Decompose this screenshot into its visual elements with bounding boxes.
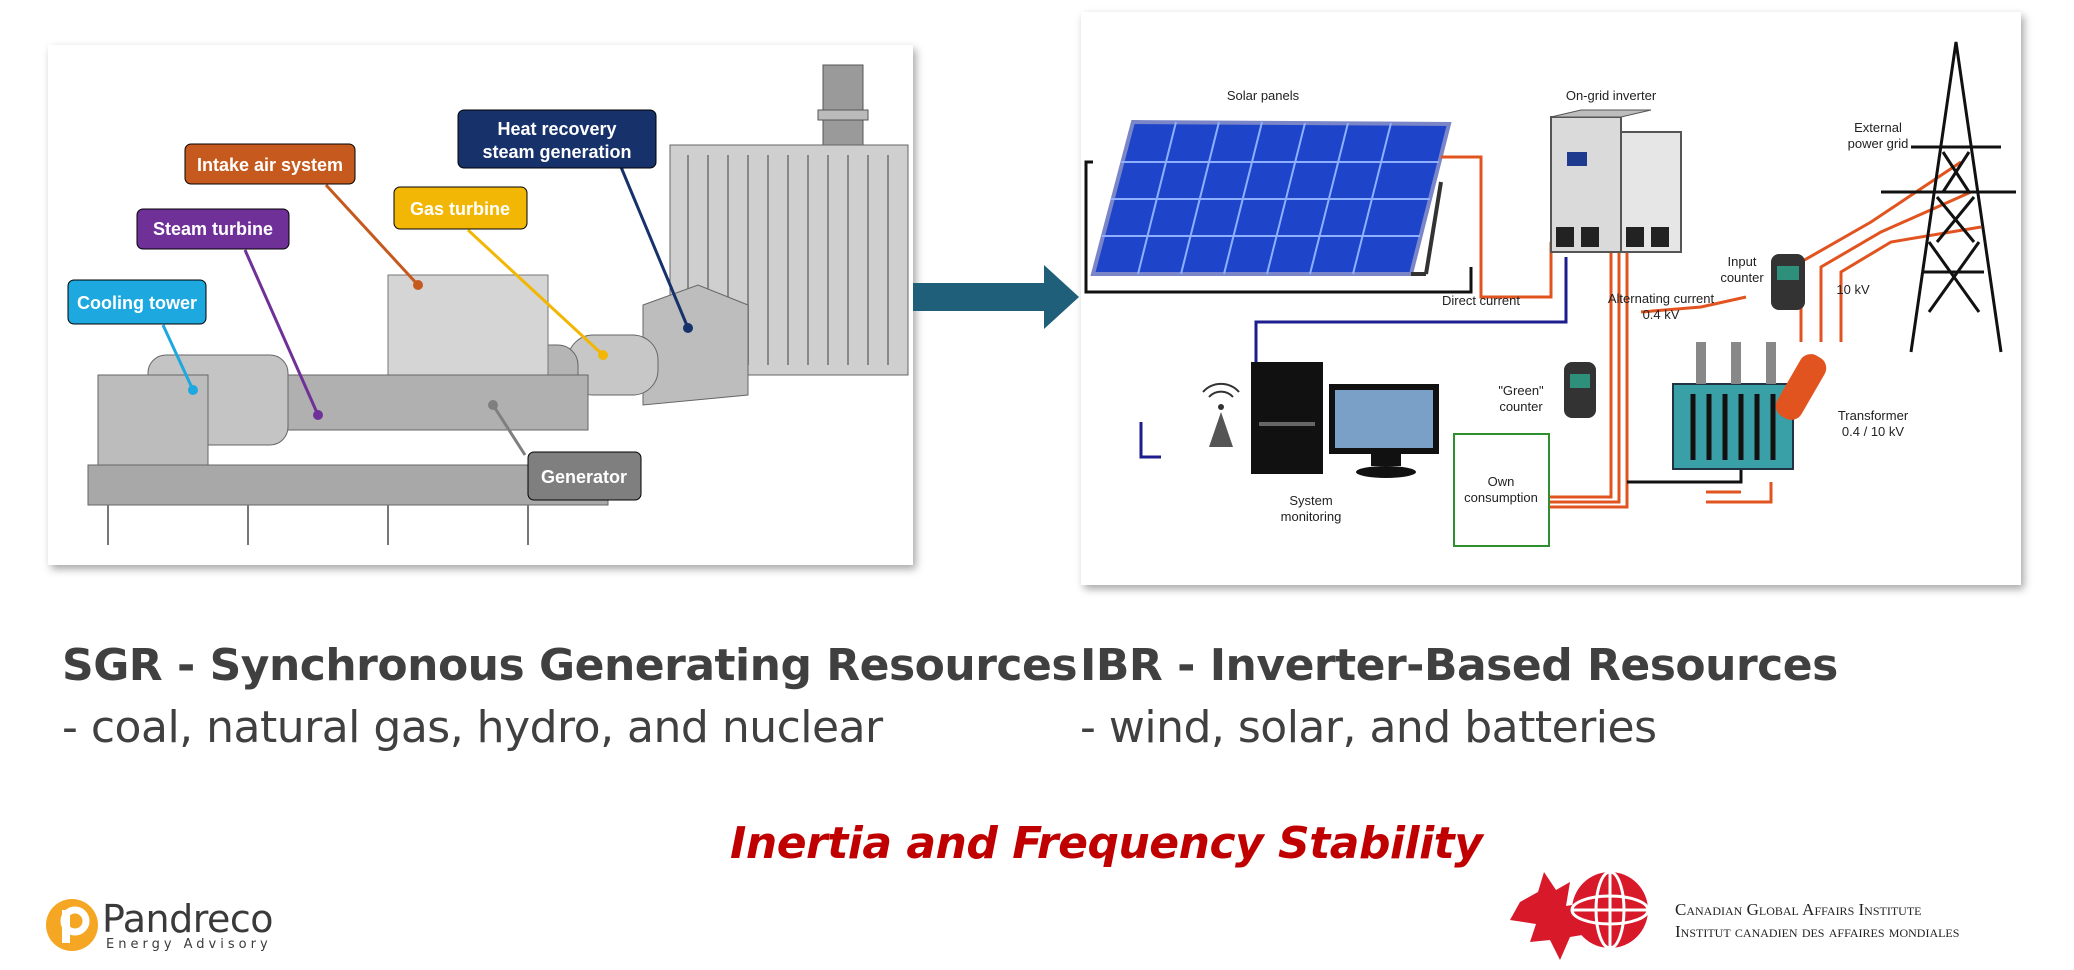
slide-footer-title: Inertia and Frequency Stability [730,818,1483,869]
svg-text:Generator: Generator [541,467,627,487]
maple-leaf-globe-icon [1510,870,1650,960]
svg-text:Transformer: Transformer [1838,408,1909,423]
gas-turbine-label: Gas turbine [393,186,528,230]
svg-text:Alternating current: Alternating current [1608,291,1715,306]
svg-text:consumption: consumption [1464,490,1538,505]
cooling-tower-label: Cooling tower [67,279,207,325]
svg-text:counter: counter [1499,399,1543,414]
cgai-logo: Canadian Global Affairs Institute Instit… [1500,862,2070,962]
svg-text:Direct current: Direct current [1442,293,1520,308]
svg-text:steam generation: steam generation [482,142,631,162]
svg-text:Cooling tower: Cooling tower [77,293,197,313]
svg-text:"Green": "Green" [1498,383,1544,398]
svg-text:Steam turbine: Steam turbine [153,219,273,239]
svg-text:monitoring: monitoring [1281,509,1342,524]
cgai-name-english: Canadian Global Affairs Institute [1675,900,1922,919]
heat-recovery-label: Heat recovery steam generation [457,109,657,169]
svg-text:Gas turbine: Gas turbine [410,199,510,219]
svg-text:System: System [1289,493,1332,508]
ibr-heading: IBR - Inverter-Based Resources [1080,640,1838,691]
ibr-solar-diagram: Solar panels On-grid inverter [1081,12,2021,585]
pandreco-name: Pandreco [102,897,274,941]
intake-air-label: Intake air system [184,143,356,185]
svg-text:Heat recovery: Heat recovery [497,119,616,139]
pandreco-tagline: Energy Advisory [106,937,272,952]
antenna-icon [1202,382,1240,447]
svg-text:10 kV: 10 kV [1836,282,1870,297]
sgr-heading: SGR - Synchronous Generating Resources [62,640,1078,691]
sgr-examples: - coal, natural gas, hydro, and nuclear [62,702,883,753]
svg-text:External: External [1854,120,1902,135]
svg-text:counter: counter [1720,270,1764,285]
power-plant-illustration: Heat recovery steam generation Intake ai… [67,64,909,545]
svg-text:Own: Own [1488,474,1515,489]
transformer-icon [1672,342,1827,470]
cgai-name-french: Institut canadien des affaires mondiales [1675,922,1960,941]
generator-label: Generator [527,451,642,501]
solar-panel-icon [1090,119,1452,276]
power-tower-icon [1881,41,2016,353]
svg-text:Intake air system: Intake air system [197,155,343,175]
solar-system-illustration: Solar panels On-grid inverter [1084,41,2016,547]
svg-text:Solar panels: Solar panels [1227,88,1300,103]
pandreco-mark-icon [46,899,98,951]
pandreco-logo: Pandreco Energy Advisory [44,895,284,955]
steam-turbine-label: Steam turbine [136,208,290,250]
right-arrow-icon [913,265,1079,329]
input-counter-icon [1771,254,1805,310]
sgr-plant-diagram: Heat recovery steam generation Intake ai… [48,45,913,565]
own-consumption-box: Own consumption [1453,433,1550,547]
svg-text:Input: Input [1728,254,1757,269]
svg-text:0.4 kV: 0.4 kV [1643,307,1680,322]
inverter-icon [1550,109,1682,253]
svg-text:power grid: power grid [1848,136,1909,151]
svg-text:On-grid inverter: On-grid inverter [1566,88,1657,103]
monitoring-computer-icon [1251,362,1439,478]
svg-text:0.4 / 10 kV: 0.4 / 10 kV [1842,424,1904,439]
ibr-examples: - wind, solar, and batteries [1080,702,1657,753]
green-counter-icon [1564,362,1596,418]
